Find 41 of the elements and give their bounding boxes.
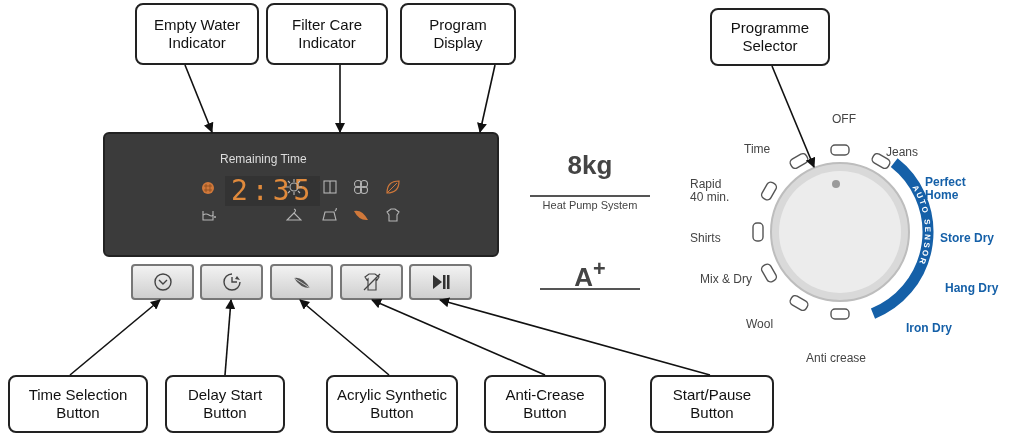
spec-text: A$^{+}$ <box>573 255 607 292</box>
start-pause-button <box>409 264 472 300</box>
callout-box: Filter Care Indicator <box>266 3 388 65</box>
selector-knob <box>770 162 910 302</box>
program-label: Jeans <box>886 146 919 159</box>
arrow <box>69 299 161 376</box>
arrow <box>371 299 546 376</box>
callout-box: Empty Water Indicator <box>135 3 259 65</box>
arrow <box>299 299 390 376</box>
acrylic-button <box>270 264 333 300</box>
anti-crease-button <box>340 264 403 300</box>
program-label: Shirts <box>690 232 721 245</box>
display-caption: Remaining Time <box>220 152 307 166</box>
callout-box: Program Display <box>400 3 516 65</box>
callout-box: Delay Start Button <box>165 375 285 433</box>
arrow <box>224 299 236 376</box>
program-label: OFF <box>832 113 856 126</box>
callout-box: Time Selection Button <box>8 375 148 433</box>
delay-button <box>200 264 263 300</box>
time-button <box>131 264 194 300</box>
callout-box: Anti-Crease Button <box>484 375 606 433</box>
callout-box: Programme Selector <box>710 8 830 66</box>
arrow <box>439 297 711 376</box>
spec-text: 8kg <box>566 150 614 180</box>
program-label: Anti crease <box>806 352 867 365</box>
auto-program-label: Store Dry <box>940 232 995 245</box>
program-label: Wool <box>746 318 774 331</box>
program-label: Mix & Dry <box>700 273 752 286</box>
spec-text: Heat Pump System <box>541 198 639 213</box>
auto-program-label: Iron Dry <box>906 322 952 335</box>
arrow <box>335 64 345 133</box>
auto-program-label: Hang Dry <box>945 282 999 295</box>
callout-box: Acrylic Synthetic Button <box>326 375 458 433</box>
program-label: Time <box>744 143 771 156</box>
time-readout: 2:35 <box>225 176 321 206</box>
arrow <box>771 65 816 168</box>
arrow <box>184 64 214 133</box>
display-panel <box>103 132 499 257</box>
arrow <box>477 64 496 133</box>
program-label: Rapid 40 min. <box>690 178 731 204</box>
callout-box: Start/Pause Button <box>650 375 774 433</box>
